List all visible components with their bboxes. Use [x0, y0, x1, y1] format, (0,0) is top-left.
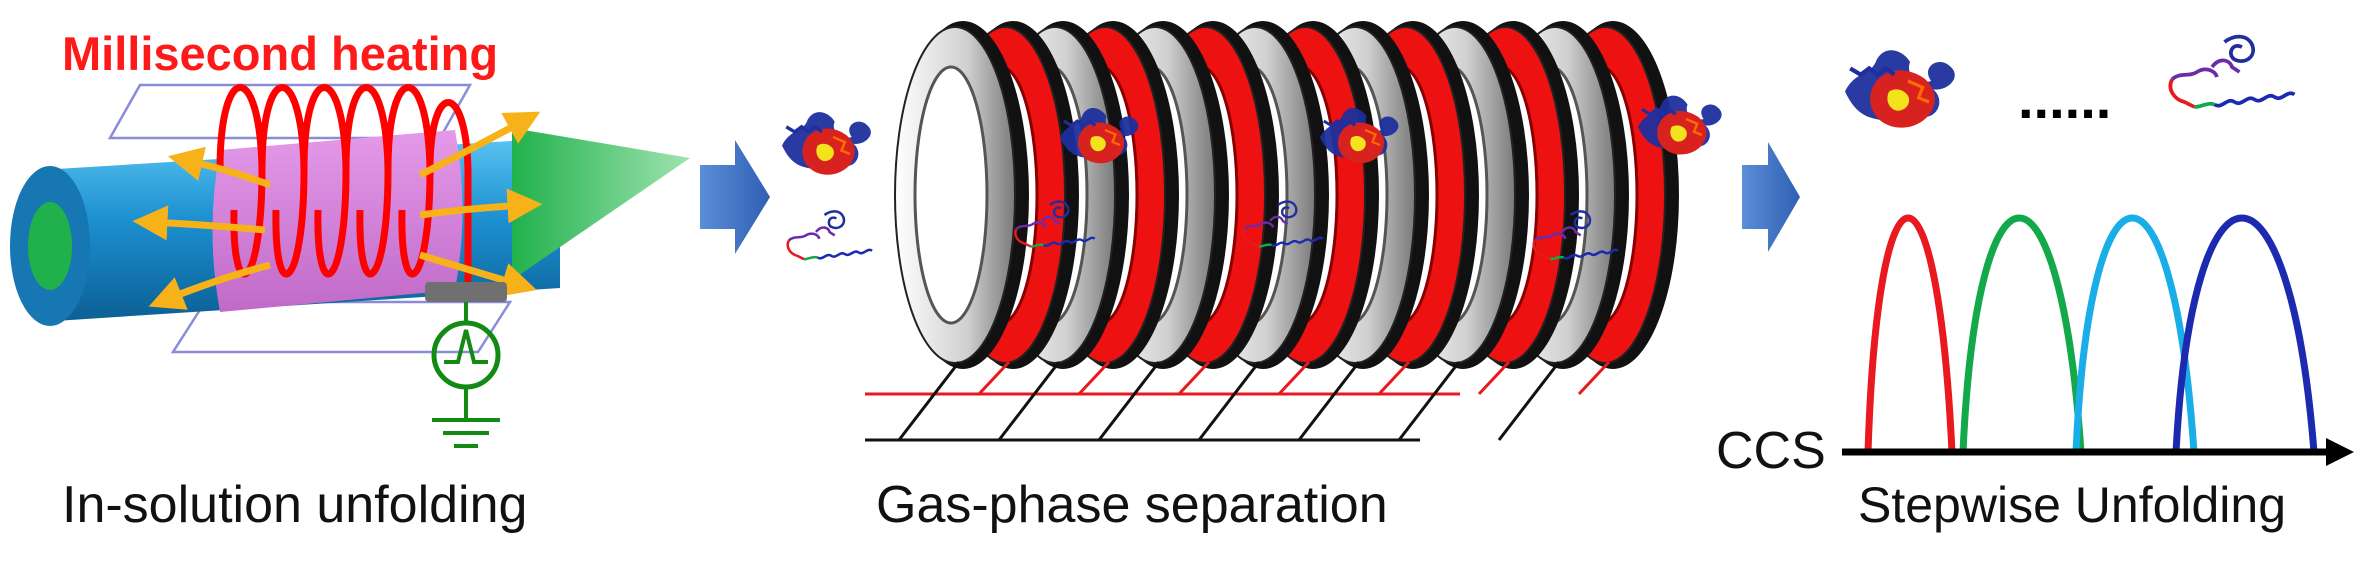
- folded-protein-icon: [1845, 50, 1955, 127]
- heating-caption: In-solution unfolding: [62, 476, 527, 534]
- heated-zone: [212, 130, 463, 312]
- ring-aperture: [913, 65, 989, 325]
- separation-panel: Gas-phase separation: [780, 21, 1679, 534]
- step-arrow-2: [1742, 142, 1800, 252]
- electrode-wiring: [865, 360, 1611, 442]
- emitter-tip: [512, 128, 690, 280]
- ccs-peak-4: [2172, 214, 2318, 456]
- flow-arrows: [132, 111, 543, 310]
- unfolding-caption: Stepwise Unfolding: [1858, 477, 2286, 533]
- heating-coil: [216, 84, 472, 295]
- step-arrow-1: [700, 140, 770, 254]
- ellipsis: ......: [2018, 67, 2111, 130]
- folded-protein-icon: [780, 110, 873, 177]
- separation-caption: Gas-phase separation: [876, 476, 1388, 534]
- heating-title: Millisecond heating: [62, 27, 498, 80]
- unfolded-protein-icon: [786, 210, 874, 261]
- ccs-peak-2: [1959, 214, 2085, 456]
- heating-panel: Millisecond heating: [10, 27, 690, 534]
- ccs-peaks: [1864, 214, 2318, 456]
- ccs-peak-3: [2072, 214, 2198, 456]
- pulse-source: [425, 282, 507, 420]
- tube-lumen: [28, 202, 72, 290]
- ccs-peak-1: [1864, 214, 1956, 456]
- unfolding-panel: ...... CCS Stepwise Unfolding: [1716, 34, 2354, 533]
- electrode-plate-lower: [170, 300, 513, 354]
- drift-tube-rings: [894, 21, 1679, 369]
- ground-icon: [432, 418, 500, 448]
- unfolded-protein-icon: [2168, 34, 2297, 109]
- ccs-axis-label: CCS: [1716, 422, 1826, 480]
